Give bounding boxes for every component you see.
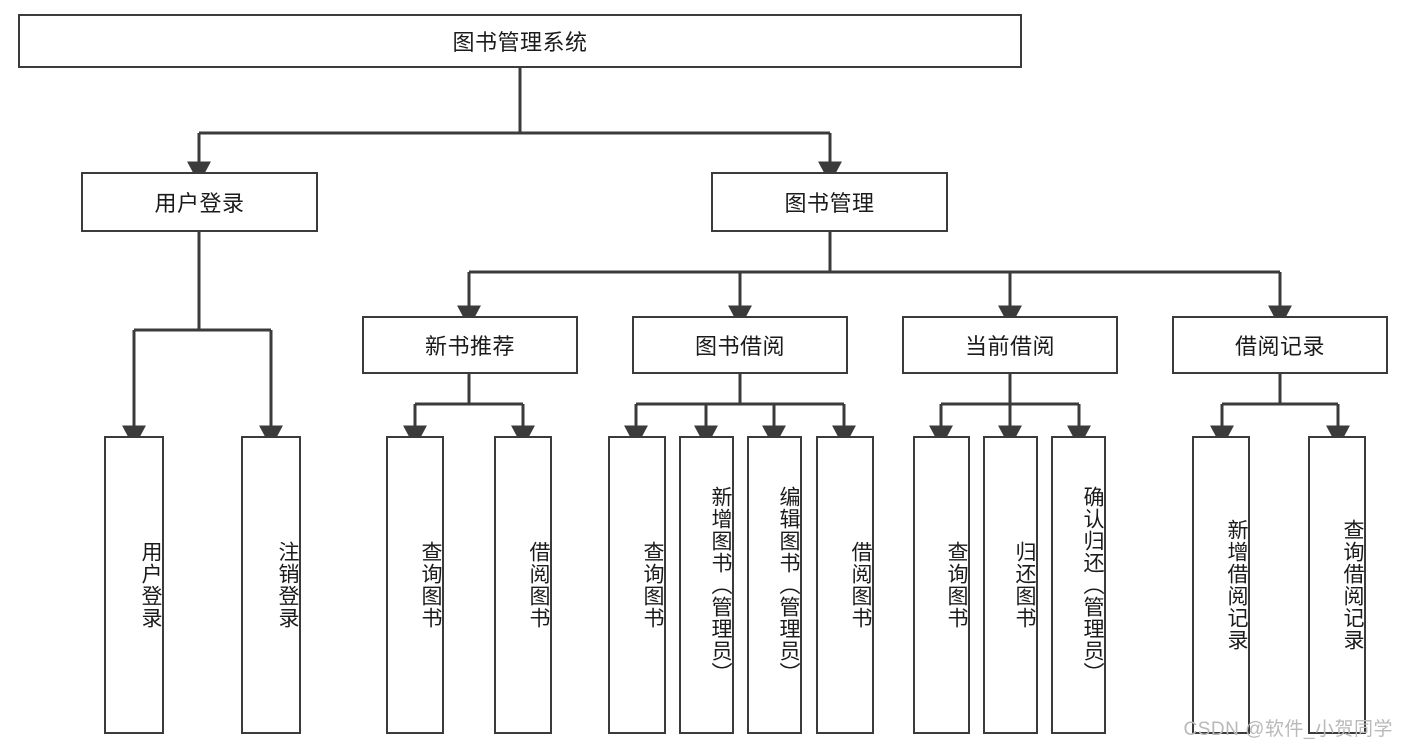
leaf-borrow-query-book[interactable]: 查询图书 <box>608 436 666 734</box>
node-label: 编辑图书（管理员） <box>777 486 800 684</box>
node-label: 新增图书（管理员） <box>709 486 732 684</box>
node-new-book-recommend[interactable]: 新书推荐 <box>362 316 578 374</box>
node-book-borrow[interactable]: 图书借阅 <box>632 316 848 374</box>
leaf-current-return-book[interactable]: 归还图书 <box>983 436 1038 734</box>
leaf-user-login-login[interactable]: 用户登录 <box>104 436 164 734</box>
node-label: 用户登录 <box>154 191 245 216</box>
leaf-current-query-book[interactable]: 查询图书 <box>913 436 970 734</box>
node-label: 借阅记录 <box>1234 334 1325 359</box>
node-label: 查询图书 <box>419 541 442 629</box>
csdn-watermark: CSDN @软件_小贺同学 <box>1183 719 1393 740</box>
node-label: 归还图书 <box>1013 541 1036 629</box>
node-label: 借阅图书 <box>527 541 550 629</box>
node-label: 确认归还（管理员） <box>1081 486 1104 684</box>
node-label: 查询图书 <box>945 541 968 629</box>
node-label: 用户登录 <box>139 541 162 629</box>
node-label: 注销登录 <box>276 541 299 629</box>
leaf-record-query[interactable]: 查询借阅记录 <box>1308 436 1366 734</box>
node-label: 新增借阅记录 <box>1225 519 1248 651</box>
node-label: 新书推荐 <box>424 334 515 359</box>
node-user-login[interactable]: 用户登录 <box>81 172 318 232</box>
leaf-new-book-borrow[interactable]: 借阅图书 <box>494 436 552 734</box>
node-label: 查询借阅记录 <box>1341 519 1364 651</box>
leaf-borrow-borrow-book[interactable]: 借阅图书 <box>816 436 874 734</box>
leaf-new-book-query[interactable]: 查询图书 <box>386 436 444 734</box>
node-label: 图书管理 <box>784 191 875 216</box>
node-label: 图书管理系统 <box>452 30 588 55</box>
node-current-borrow[interactable]: 当前借阅 <box>902 316 1118 374</box>
node-label: 借阅图书 <box>849 541 872 629</box>
node-root-system[interactable]: 图书管理系统 <box>18 14 1022 68</box>
leaf-borrow-add-book[interactable]: 新增图书（管理员） <box>679 436 734 734</box>
node-book-management[interactable]: 图书管理 <box>711 172 948 232</box>
node-borrow-record[interactable]: 借阅记录 <box>1172 316 1388 374</box>
node-label: 图书借阅 <box>694 334 785 359</box>
leaf-borrow-edit-book[interactable]: 编辑图书（管理员） <box>747 436 802 734</box>
leaf-current-confirm-return[interactable]: 确认归还（管理员） <box>1051 436 1106 734</box>
leaf-record-add[interactable]: 新增借阅记录 <box>1192 436 1250 734</box>
leaf-user-login-logout[interactable]: 注销登录 <box>241 436 301 734</box>
node-label: 当前借阅 <box>964 334 1055 359</box>
node-label: 查询图书 <box>641 541 664 629</box>
